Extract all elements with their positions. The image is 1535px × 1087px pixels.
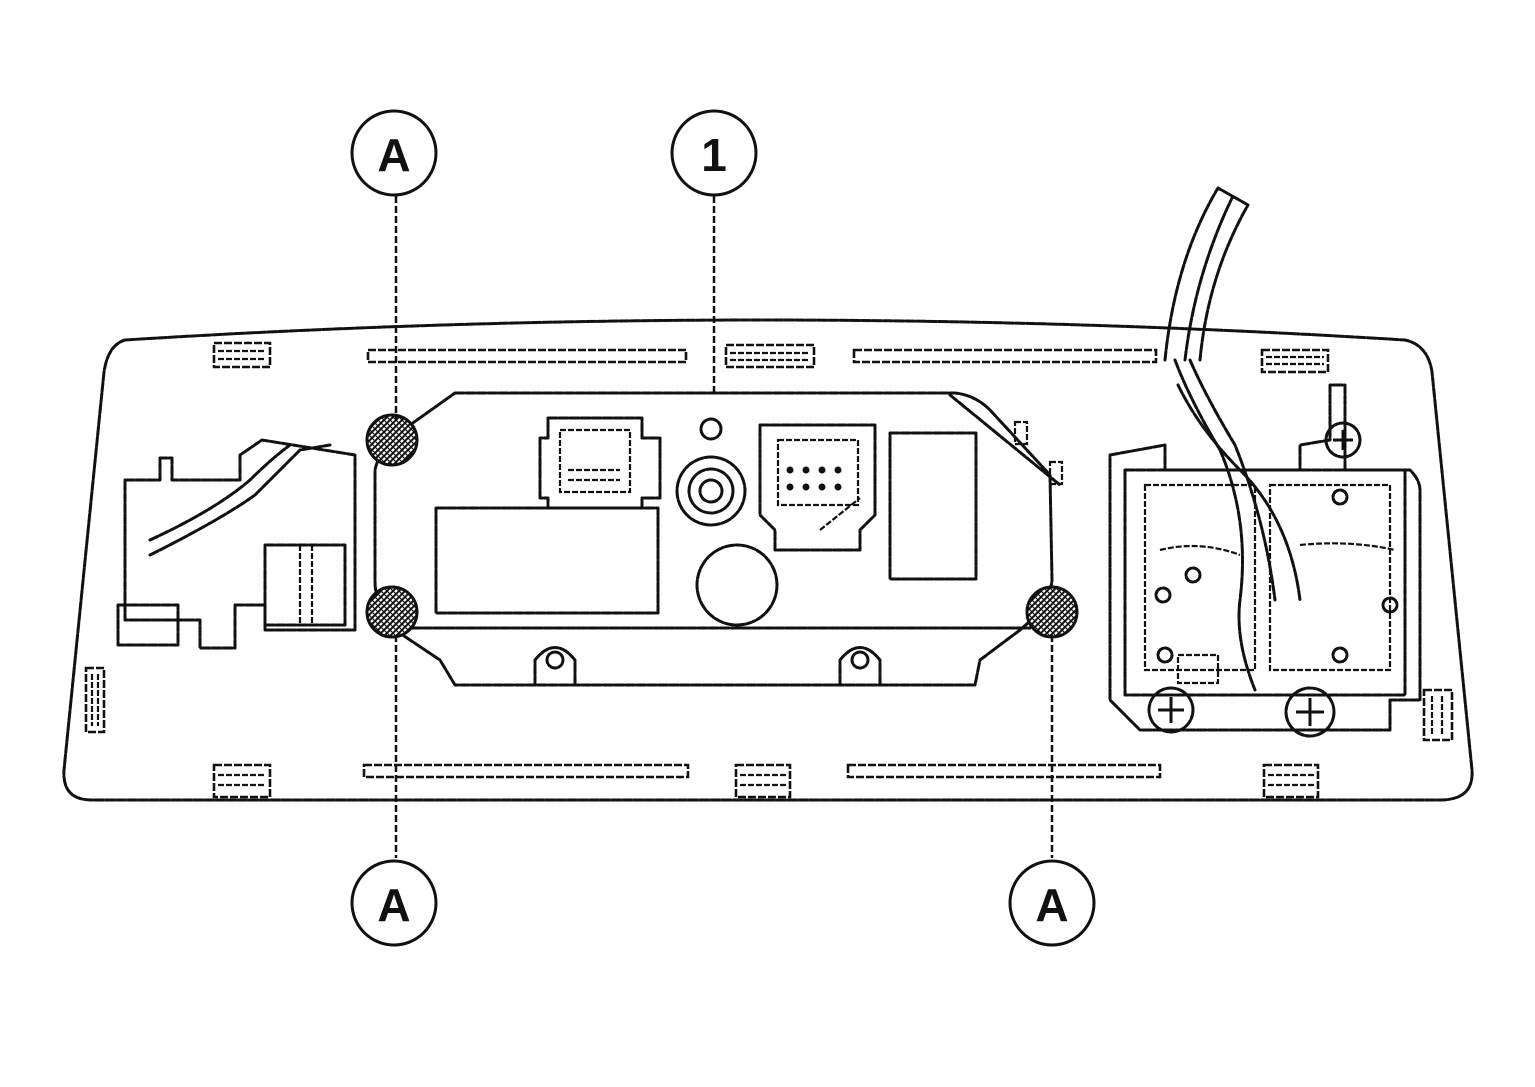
connector-icon xyxy=(758,423,877,552)
callout-label-1: 1 xyxy=(701,129,727,181)
top-vent-slots xyxy=(212,341,1330,374)
callout-label-a: A xyxy=(1035,879,1068,931)
lamp-housing-outline xyxy=(62,318,1474,802)
callout-adhesive-bottom-left: A xyxy=(350,859,438,947)
callout-label-a: A xyxy=(377,129,410,181)
callout-adhesive-bottom-right: A xyxy=(1008,859,1096,947)
leader-lines xyxy=(394,196,1054,858)
screw-icon xyxy=(1284,686,1336,738)
callout-part-1: 1 xyxy=(670,109,758,197)
right-switch-assembly xyxy=(1108,186,1422,738)
connector-icon xyxy=(538,416,662,510)
callout-adhesive-top-left: A xyxy=(350,109,438,197)
screw-icon xyxy=(1324,421,1362,459)
lamp-socket-icon xyxy=(675,455,747,527)
callout-label-a: A xyxy=(377,879,410,931)
central-lamp-unit xyxy=(373,391,1064,687)
bottom-vent-slots xyxy=(212,763,1320,799)
adhesive-spot-icon xyxy=(365,413,1079,639)
left-switch-assembly xyxy=(116,438,357,650)
side-vent-slots xyxy=(84,666,1454,742)
screw-icon xyxy=(1147,686,1195,734)
